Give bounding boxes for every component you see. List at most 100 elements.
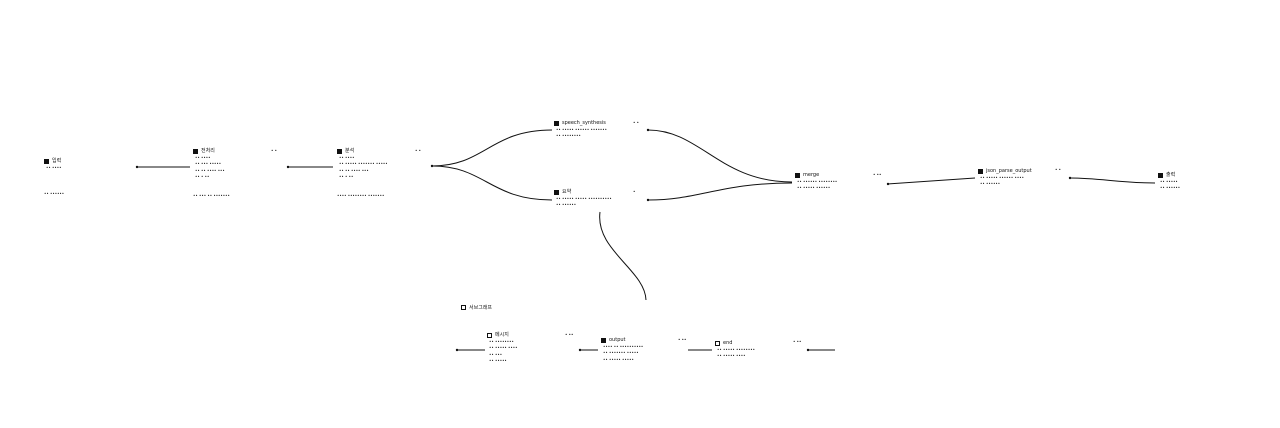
edge-endpoint-dot — [646, 198, 650, 202]
node-field: •• ••••• •••••• — [797, 185, 831, 191]
node-field: •• ••••• ••••• •••••••••• — [556, 196, 612, 201]
node-type-icon — [715, 340, 720, 346]
edge-json-output — [1069, 177, 1156, 184]
node-field: •• •••••• •••••••• — [797, 179, 838, 184]
group-title: 서브그래프 — [469, 305, 493, 311]
node-type-icon — [193, 148, 198, 154]
node-analysis[interactable]: 분석 •• •••• •• ••••• ••••••• ••••• •• •• … — [337, 147, 388, 199]
node-type-icon — [1158, 172, 1163, 178]
node-field: •• •••••••• — [489, 339, 514, 344]
node-title: 전처리 — [201, 148, 215, 154]
node-title: speech_synthesis — [562, 120, 606, 126]
node-header: 입력 — [44, 157, 64, 165]
node-title: output — [609, 337, 626, 343]
edge-endpoint-dot — [886, 182, 890, 186]
node-field: •• ••••• ••••••• ••••• — [339, 161, 388, 167]
node-field: •• •••••• — [556, 202, 577, 208]
node-title: merge — [803, 172, 820, 178]
output-port-marker[interactable]: • — [633, 189, 636, 194]
node-field: •• •• •••• ••• — [339, 167, 369, 173]
node-type-icon — [554, 189, 559, 195]
node-header: output — [601, 336, 643, 344]
output-port-marker[interactable]: • •• — [873, 172, 882, 177]
output-port-marker[interactable]: • • — [415, 148, 421, 153]
node-summary[interactable]: 요약 •• ••••• ••••• •••••••••• •• •••••• — [554, 188, 612, 209]
group-icon — [461, 305, 466, 310]
node-field: •• ••••• — [489, 358, 507, 364]
node-field: •• ••••• •••••• ••••••• — [556, 127, 608, 132]
node-field: •• • •• — [195, 174, 210, 180]
node-input[interactable]: 입력 •• •••• •• •••••• — [44, 157, 64, 198]
node-field: •• •••• — [46, 165, 62, 170]
node-field: •• •• •••• ••• — [195, 167, 225, 173]
node-title: 출력 — [1166, 172, 1176, 178]
node-title: 분석 — [345, 148, 355, 154]
edge-endpoint-dot — [1068, 176, 1072, 180]
node-field: •• •••• — [195, 155, 211, 160]
edge-summary-merge — [647, 182, 793, 201]
output-port-marker[interactable]: • •• — [678, 337, 687, 342]
node-footer: •• ••• •• ••••••• — [193, 192, 230, 198]
node-type-icon — [554, 120, 559, 126]
edge-merge-json — [887, 177, 976, 185]
node-field: •• ••••• •••••••• — [717, 347, 755, 352]
edge-tts-merge — [647, 129, 793, 183]
node-header: merge — [795, 171, 837, 179]
node-field: •• ••• — [489, 351, 503, 357]
edge-endpoint-dot — [135, 165, 139, 169]
node-field: •• ••••• •••• — [489, 345, 518, 351]
node-title: 메시지 — [495, 332, 509, 338]
node-header: 출력 — [1158, 171, 1180, 179]
edge-analysis-summary — [431, 165, 553, 201]
node-title: 요약 — [562, 189, 572, 195]
node-type-icon — [337, 148, 342, 154]
node-subgraph-output[interactable]: output •••• •• •••••••••• •• ••••••• •••… — [601, 336, 643, 363]
node-type-icon — [978, 168, 983, 174]
edge-summary-subgraph — [599, 211, 647, 301]
node-end[interactable]: end •• ••••• •••••••• •• ••••• •••• — [715, 339, 755, 360]
node-type-icon — [44, 158, 49, 164]
node-type-icon — [487, 332, 492, 338]
node-field: •• ••••• •••• — [717, 353, 746, 359]
node-field: •• •••• — [339, 155, 355, 160]
output-port-marker[interactable]: • • — [1055, 167, 1061, 172]
node-field: •• • •• — [339, 174, 354, 180]
node-merge[interactable]: merge •• •••••• •••••••• •• ••••• •••••• — [795, 171, 837, 192]
node-field: •• ••• ••••• — [195, 161, 222, 167]
node-title: json_parse_output — [986, 168, 1032, 174]
node-footer: •• •••••• — [44, 191, 65, 197]
output-port-marker[interactable]: • •• — [793, 339, 802, 344]
node-header: end — [715, 339, 755, 347]
node-type-icon — [601, 337, 606, 343]
edge-endpoint-dot — [455, 348, 459, 352]
node-field: •• ••••• ••••• — [603, 356, 634, 362]
node-field: •• •••••• — [1160, 185, 1181, 191]
output-port-marker[interactable]: • • — [633, 120, 639, 125]
node-speech-synthesis[interactable]: speech_synthesis •• ••••• •••••• •••••••… — [554, 119, 607, 140]
node-field: •• ••••• — [1160, 179, 1178, 184]
node-type-icon — [795, 172, 800, 178]
subgraph-group-label[interactable]: 서브그래프 — [461, 304, 492, 311]
node-field: •• •••••• — [980, 181, 1001, 187]
node-title: 입력 — [52, 158, 62, 164]
node-field: •••• •• •••••••••• — [603, 344, 644, 349]
edge-endpoint-dot — [430, 164, 434, 168]
edge-endpoint-dot — [806, 348, 810, 352]
node-field: •• ••••••• ••••• — [603, 350, 639, 356]
node-title: end — [723, 340, 733, 346]
node-output[interactable]: 출력 •• ••••• •• •••••• — [1158, 171, 1180, 192]
node-header: 분석 — [337, 147, 388, 155]
node-preprocess[interactable]: 전처리 •• •••• •• ••• ••••• •• •• •••• ••• … — [193, 147, 230, 199]
output-port-marker[interactable]: • •• — [565, 332, 574, 337]
node-footer: •••• •••••••• ••••••• — [337, 192, 385, 198]
node-header: 메시지 — [487, 331, 518, 339]
edge-endpoint-dot — [286, 165, 290, 169]
node-json-parse-output[interactable]: json_parse_output •• ••••• •••••• •••• •… — [978, 167, 1032, 188]
node-message[interactable]: 메시지 •• •••••••• •• ••••• •••• •• ••• •• … — [487, 331, 518, 365]
node-header: speech_synthesis — [554, 119, 607, 127]
edge-endpoint-dot — [578, 348, 582, 352]
output-port-marker[interactable]: • • — [271, 148, 277, 153]
node-header: json_parse_output — [978, 167, 1032, 175]
